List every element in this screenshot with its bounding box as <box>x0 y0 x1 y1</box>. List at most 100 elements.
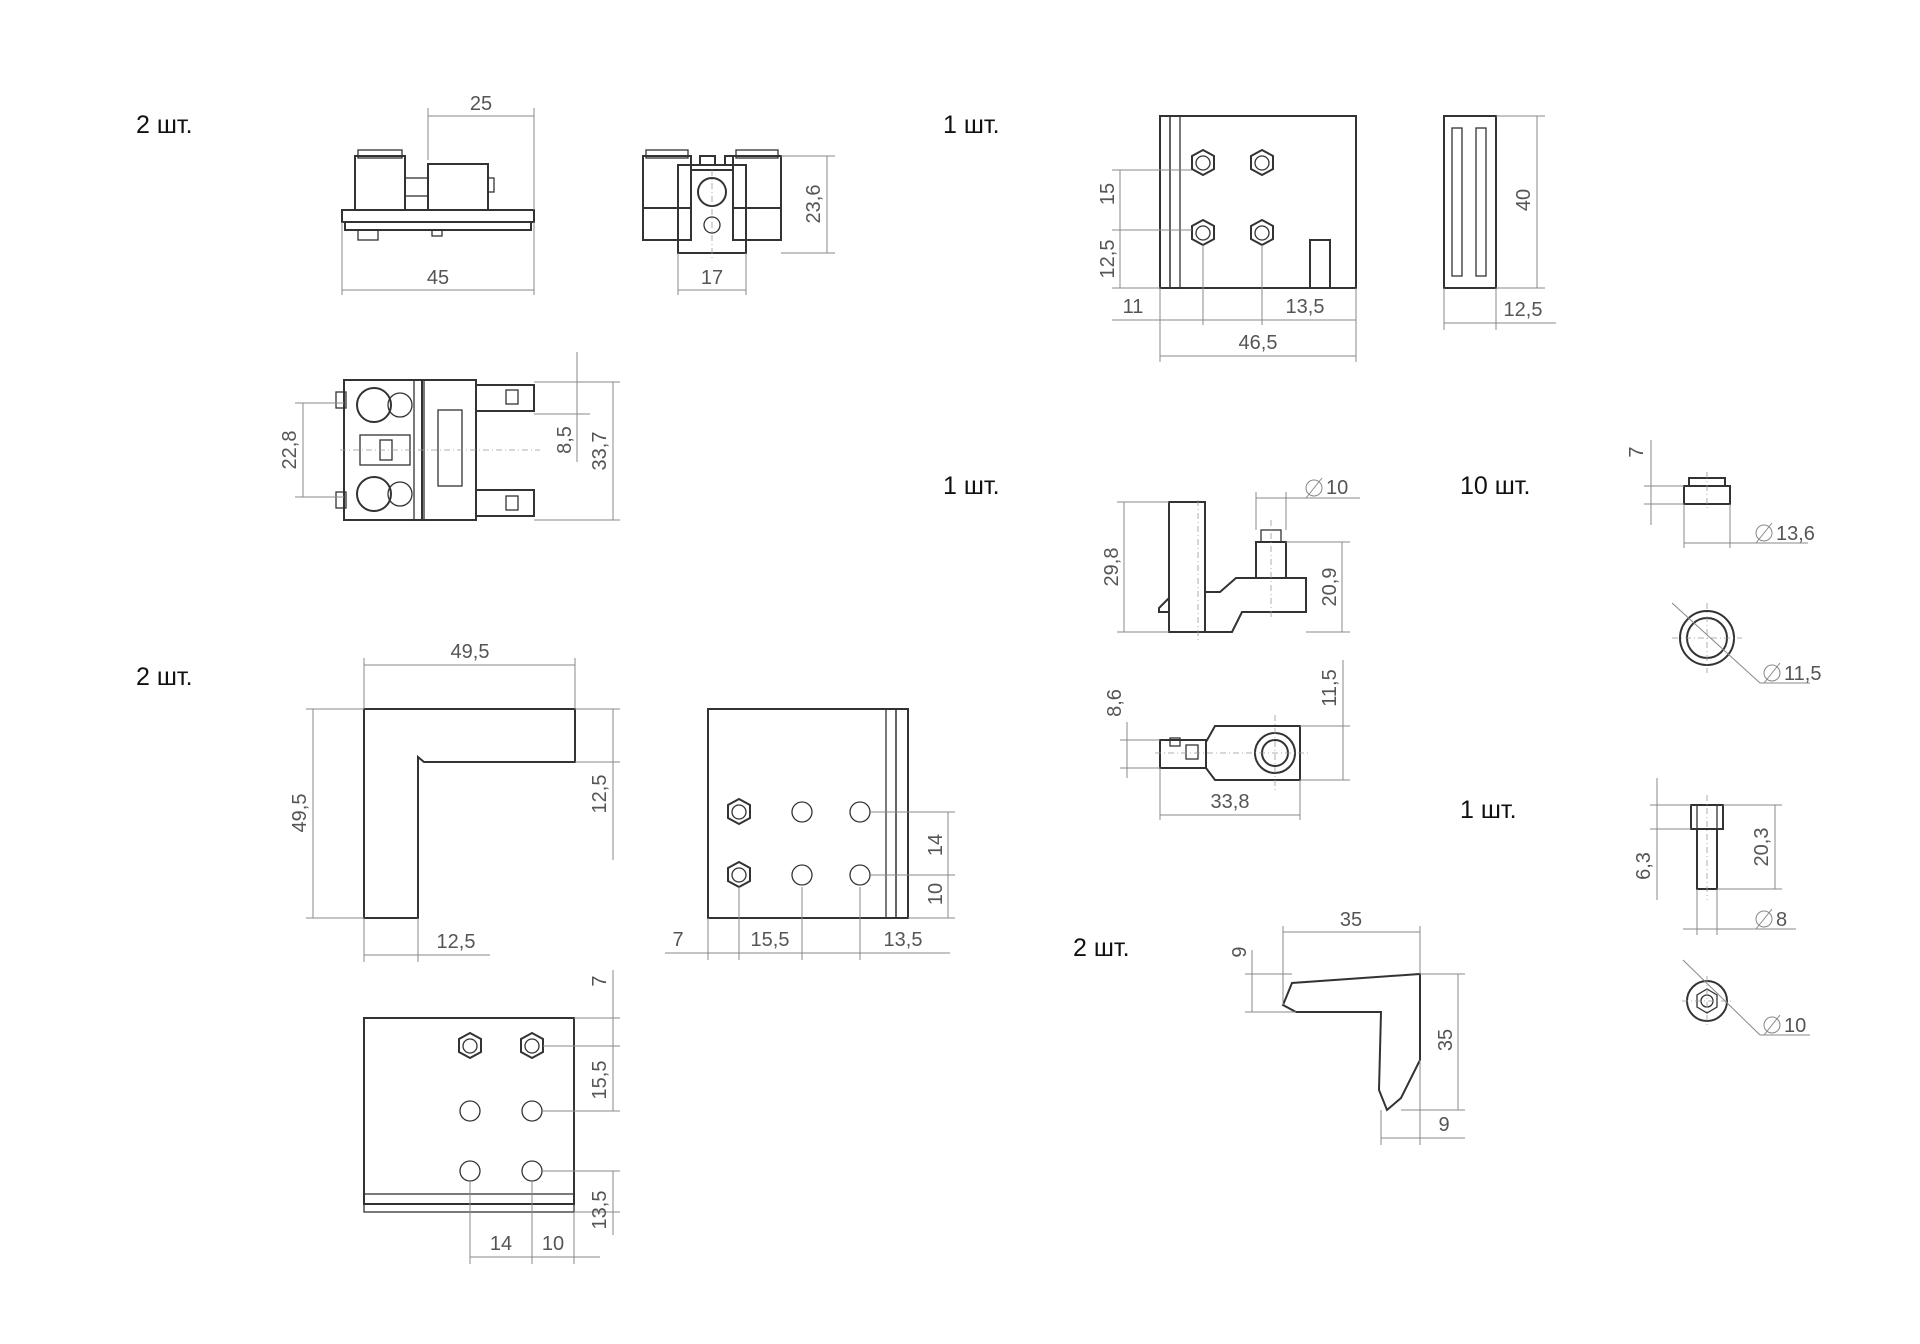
hinge-block-side-view <box>642 149 782 258</box>
dim-text-25: 25 <box>470 93 492 115</box>
dim-text-49-5-width: 49,5 <box>451 641 490 663</box>
dimension-45: 45 <box>341 222 535 295</box>
pivot-bracket-top-view <box>1155 715 1310 790</box>
dimension-9-leg: 9 <box>1380 1060 1465 1145</box>
dimension-11: 11 <box>1112 245 1204 325</box>
dimension-phi11-5: 11,5 <box>1671 602 1821 685</box>
dim-text-7-bushing: 7 <box>1626 446 1648 457</box>
dimension-12-5-side: 12,5 <box>1443 288 1556 330</box>
dimension-12-5-leg: 12,5 <box>363 918 490 962</box>
dim-text-7-side: 7 <box>672 929 683 951</box>
bottom-plate-front-view <box>363 1017 575 1213</box>
dimension-22-8: 22,8 <box>279 402 344 498</box>
dimension-20-9: 20,9 <box>1286 541 1350 633</box>
side-plate-front-view <box>707 708 909 919</box>
pin-side-view <box>1690 795 1724 900</box>
dim-text-15-5-side: 15,5 <box>751 929 790 951</box>
dim-text-14-side: 14 <box>925 834 947 856</box>
dimension-7-bottom: 7 <box>574 970 620 1019</box>
dimension-15-5-side: 15,5 <box>739 887 803 960</box>
dimension-11-5: 11,5 <box>1300 660 1350 781</box>
dim-text-11: 11 <box>1123 296 1144 318</box>
dimension-23-6: 23,6 <box>781 155 835 254</box>
quantity-label-3: 1 шт. <box>943 472 1000 500</box>
dimension-9-top: 9 <box>1229 946 1296 1013</box>
dim-text-20-3: 20,3 <box>1751 828 1773 867</box>
dimension-49-5-width: 49,5 <box>363 641 576 709</box>
dim-text-phi11-5: 11,5 <box>1784 663 1821 685</box>
dimension-14-bottom: 14 <box>469 1181 533 1264</box>
bushing-top-view <box>1672 603 1742 673</box>
dimension-14-side: 14 <box>870 811 955 918</box>
dim-text-20-9: 20,9 <box>1319 568 1341 607</box>
pivot-bracket-front-view <box>1158 500 1307 640</box>
dimension-40: 40 <box>1496 115 1545 289</box>
hinge-block-front-view <box>341 149 535 241</box>
bushing-side-view <box>1683 472 1731 510</box>
dim-text-33-8: 33,8 <box>1211 791 1250 813</box>
dim-text-12-5-side: 12,5 <box>1504 299 1543 321</box>
quantity-label-6: 1 шт. <box>1460 796 1517 824</box>
dimension-17: 17 <box>677 253 747 295</box>
mounting-plate-side-view <box>1443 115 1497 289</box>
dim-text-13-5-side: 13,5 <box>884 929 923 951</box>
dim-text-6-3: 6,3 <box>1633 852 1655 880</box>
dimension-49-5-height: 49,5 <box>289 708 364 919</box>
dimension-25: 25 <box>427 93 535 210</box>
dim-text-12-5-leg: 12,5 <box>437 931 476 953</box>
dimension-13-5-side: 13,5 <box>802 887 950 960</box>
dimension-15-5-bottom: 15,5 <box>543 1018 620 1112</box>
dimension-7-bushing: 7 <box>1626 440 1684 525</box>
dimension-7-side: 7 <box>665 887 740 960</box>
dimension-33-8: 33,8 <box>1159 768 1301 820</box>
dimension-15: 15 <box>1097 169 1192 231</box>
dim-text-22-8: 22,8 <box>279 431 301 470</box>
dim-text-11-5: 11,5 <box>1319 669 1341 706</box>
dimension-46-5: 46,5 <box>1159 288 1357 362</box>
dim-text-46-5: 46,5 <box>1239 332 1278 354</box>
dimension-33-7: 33,7 <box>534 382 620 521</box>
dimension-phi13-6: 13,6 <box>1683 504 1815 548</box>
dim-text-35-width: 35 <box>1340 909 1362 931</box>
dim-text-12-5-arm: 12,5 <box>589 775 611 814</box>
dim-text-45: 45 <box>427 267 449 289</box>
dimension-10-bottom: 10 <box>532 1212 600 1264</box>
dim-text-15: 15 <box>1097 183 1119 205</box>
dim-text-17: 17 <box>701 267 723 289</box>
quantity-label-7: 2 шт. <box>1073 934 1130 962</box>
pin-top-view <box>1682 976 1732 1026</box>
dim-text-13-5-plate: 13,5 <box>1286 296 1325 318</box>
dimension-8-5: 8,5 <box>534 352 620 462</box>
dim-text-12-5-plate: 12,5 <box>1097 240 1119 279</box>
dimension-10-side: 10 <box>908 883 955 919</box>
dim-text-phi10-pin: 10 <box>1326 477 1348 499</box>
dim-text-15-5-bottom: 15,5 <box>589 1061 611 1100</box>
quantity-label-4: 10 шт. <box>1460 472 1531 500</box>
dimension-35-width: 35 <box>1282 909 1421 1005</box>
dim-text-7-bottom: 7 <box>589 975 611 986</box>
dimension-29-8: 29,8 <box>1101 501 1169 633</box>
dimension-phi10-pin-head: 10 <box>1682 959 1810 1037</box>
dimension-20-3: 20,3 <box>1717 804 1782 890</box>
dim-text-8-5: 8,5 <box>554 426 576 454</box>
dim-text-40: 40 <box>1513 189 1535 211</box>
dim-text-35-height: 35 <box>1435 1029 1457 1051</box>
dim-text-14-bottom: 14 <box>490 1233 512 1255</box>
quantity-label-2: 1 шт. <box>943 111 1000 139</box>
dim-text-phi10-pin-head: 10 <box>1784 1015 1806 1037</box>
dimension-12-5-plate: 12,5 <box>1097 230 1160 289</box>
dimension-12-5-arm: 12,5 <box>575 708 620 860</box>
dimension-8-6: 8,6 <box>1104 689 1160 778</box>
dim-text-8-6: 8,6 <box>1104 689 1126 717</box>
hinge-block-top-view <box>335 379 540 521</box>
dimension-phi8: 8 <box>1683 889 1796 935</box>
dim-text-9-leg: 9 <box>1438 1114 1449 1136</box>
dim-text-10-side: 10 <box>925 883 947 905</box>
quantity-label-1: 2 шт. <box>136 111 193 139</box>
dim-text-phi13-6: 13,6 <box>1776 523 1815 545</box>
l-bracket-plate-front-view <box>363 708 576 919</box>
dimension-6-3: 6,3 <box>1633 778 1691 900</box>
dimension-35-height: 35 <box>1401 973 1465 1111</box>
dim-text-33-7: 33,7 <box>589 432 611 471</box>
